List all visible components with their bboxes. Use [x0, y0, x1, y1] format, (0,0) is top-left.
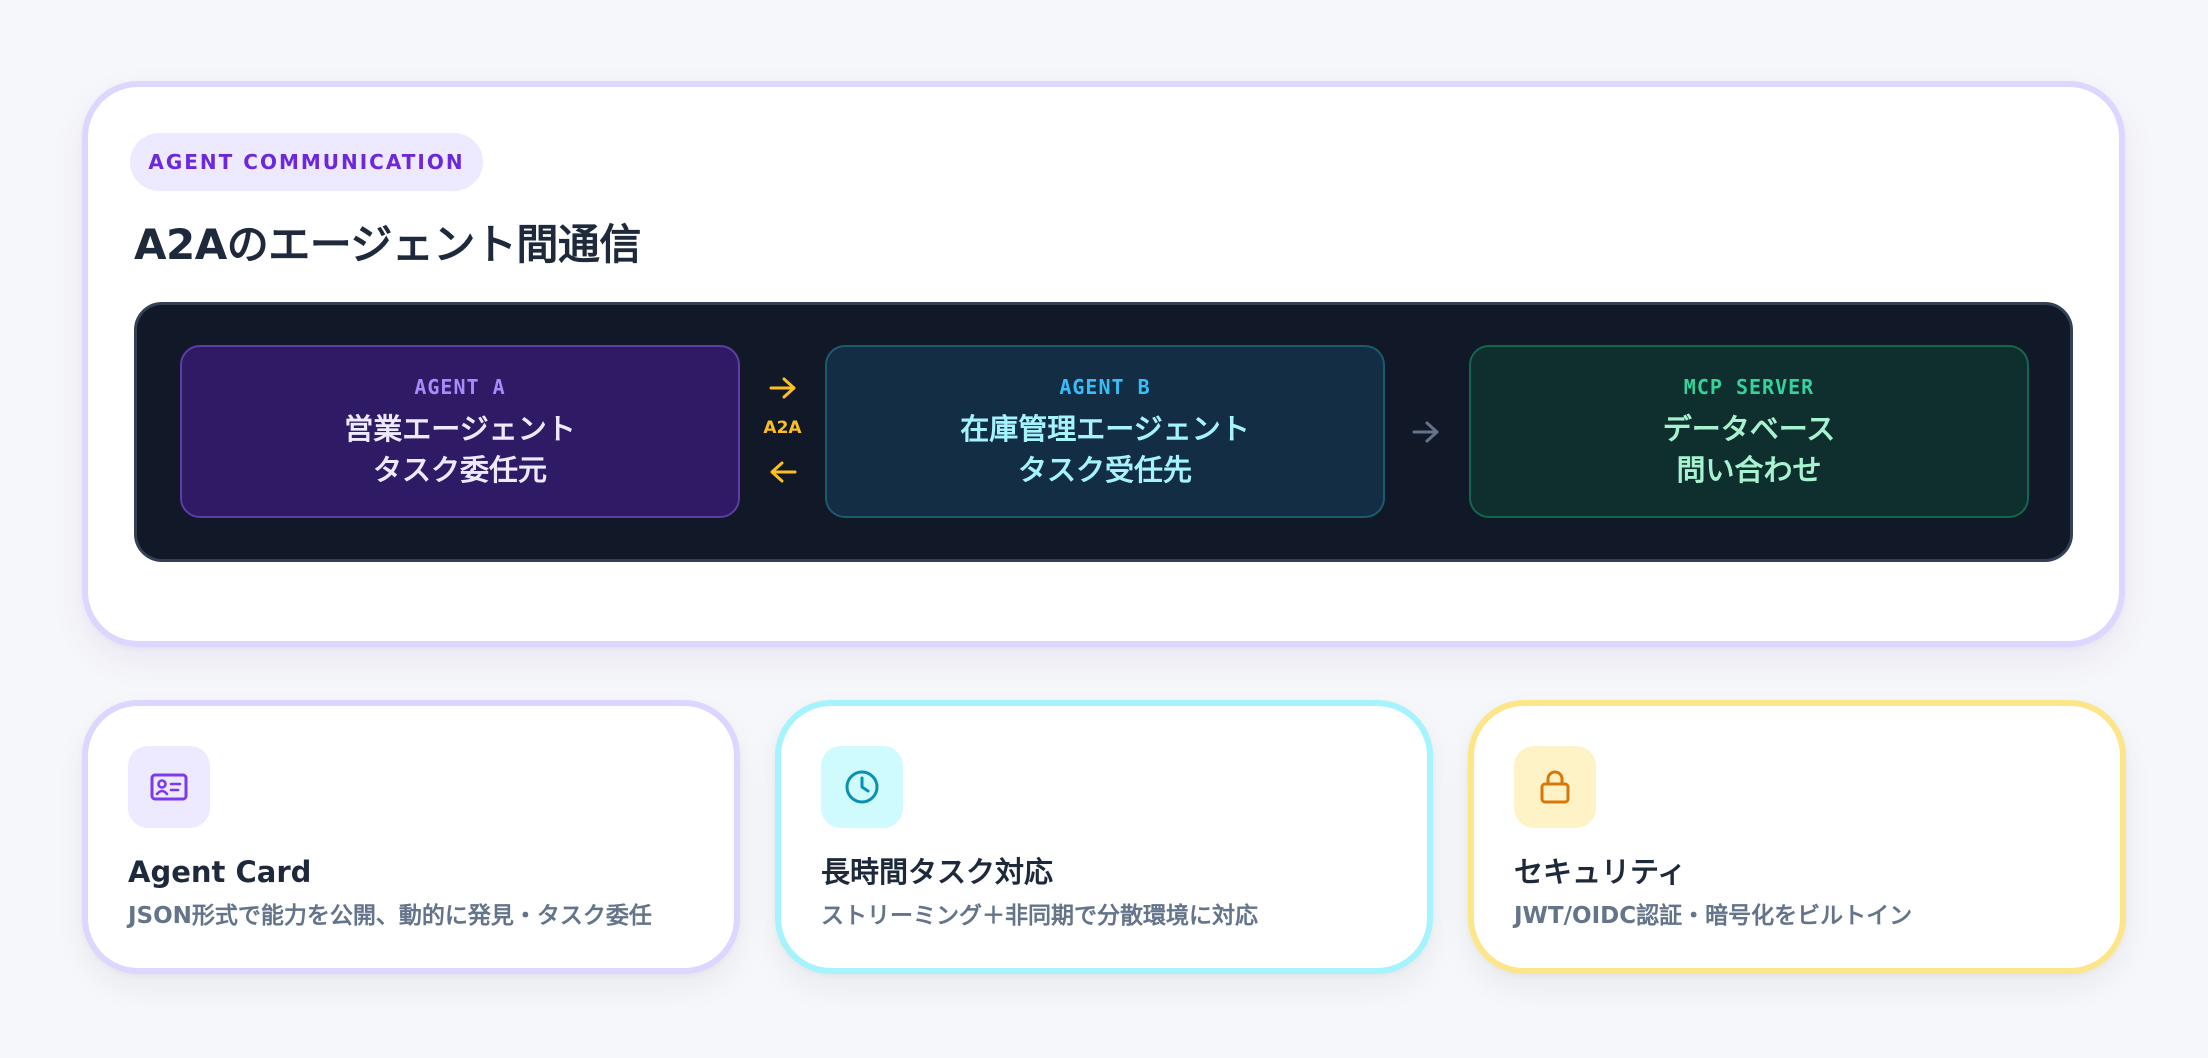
- agent-b-role: 在庫管理エージェント: [960, 411, 1250, 446]
- arrow-right-icon: [1412, 421, 1439, 443]
- mcp-server-label: MCP SERVER: [1683, 374, 1815, 399]
- arrow-left-icon: [770, 461, 797, 483]
- section-badge: AGENT COMMUNICATION: [130, 133, 483, 191]
- id-card-icon: [128, 746, 210, 828]
- a2a-link: A2A: [740, 366, 825, 496]
- arrow-right-icon: [769, 377, 796, 399]
- feature-description: JWT/OIDC認証・暗号化をビルトイン: [1514, 903, 1913, 929]
- agent-a-description: タスク委任元: [372, 452, 547, 487]
- agent-b-label: AGENT B: [1059, 374, 1151, 399]
- agent-a-role: 営業エージェント: [344, 411, 576, 446]
- agent-b-node: AGENT B 在庫管理エージェント タスク受任先: [825, 345, 1385, 518]
- feature-title: 長時間タスク対応: [821, 855, 1054, 889]
- feature-card-long-running-tasks: 長時間タスク対応 ストリーミング＋非同期で分散環境に対応: [775, 700, 1433, 974]
- feature-description: ストリーミング＋非同期で分散環境に対応: [821, 903, 1258, 929]
- a2a-label: A2A: [763, 418, 802, 438]
- lock-icon: [1514, 746, 1596, 828]
- agent-a-node: AGENT A 営業エージェント タスク委任元: [180, 345, 740, 518]
- feature-title: Agent Card: [128, 855, 312, 889]
- feature-title: セキュリティ: [1514, 855, 1687, 889]
- feature-description: JSON形式で能力を公開、動的に発見・タスク委任: [128, 903, 652, 929]
- feature-card-agent-card: Agent Card JSON形式で能力を公開、動的に発見・タスク委任: [82, 700, 740, 974]
- agent-a-label: AGENT A: [414, 374, 506, 399]
- feature-card-security: セキュリティ JWT/OIDC認証・暗号化をビルトイン: [1468, 700, 2126, 974]
- mcp-server-description: 問い合わせ: [1676, 452, 1822, 487]
- page-title: A2Aのエージェント間通信: [134, 220, 641, 269]
- mcp-server-node: MCP SERVER データベース 問い合わせ: [1469, 345, 2029, 518]
- clock-icon: [821, 746, 903, 828]
- mcp-server-role: データベース: [1662, 411, 1836, 446]
- agent-b-description: タスク受任先: [1017, 452, 1192, 487]
